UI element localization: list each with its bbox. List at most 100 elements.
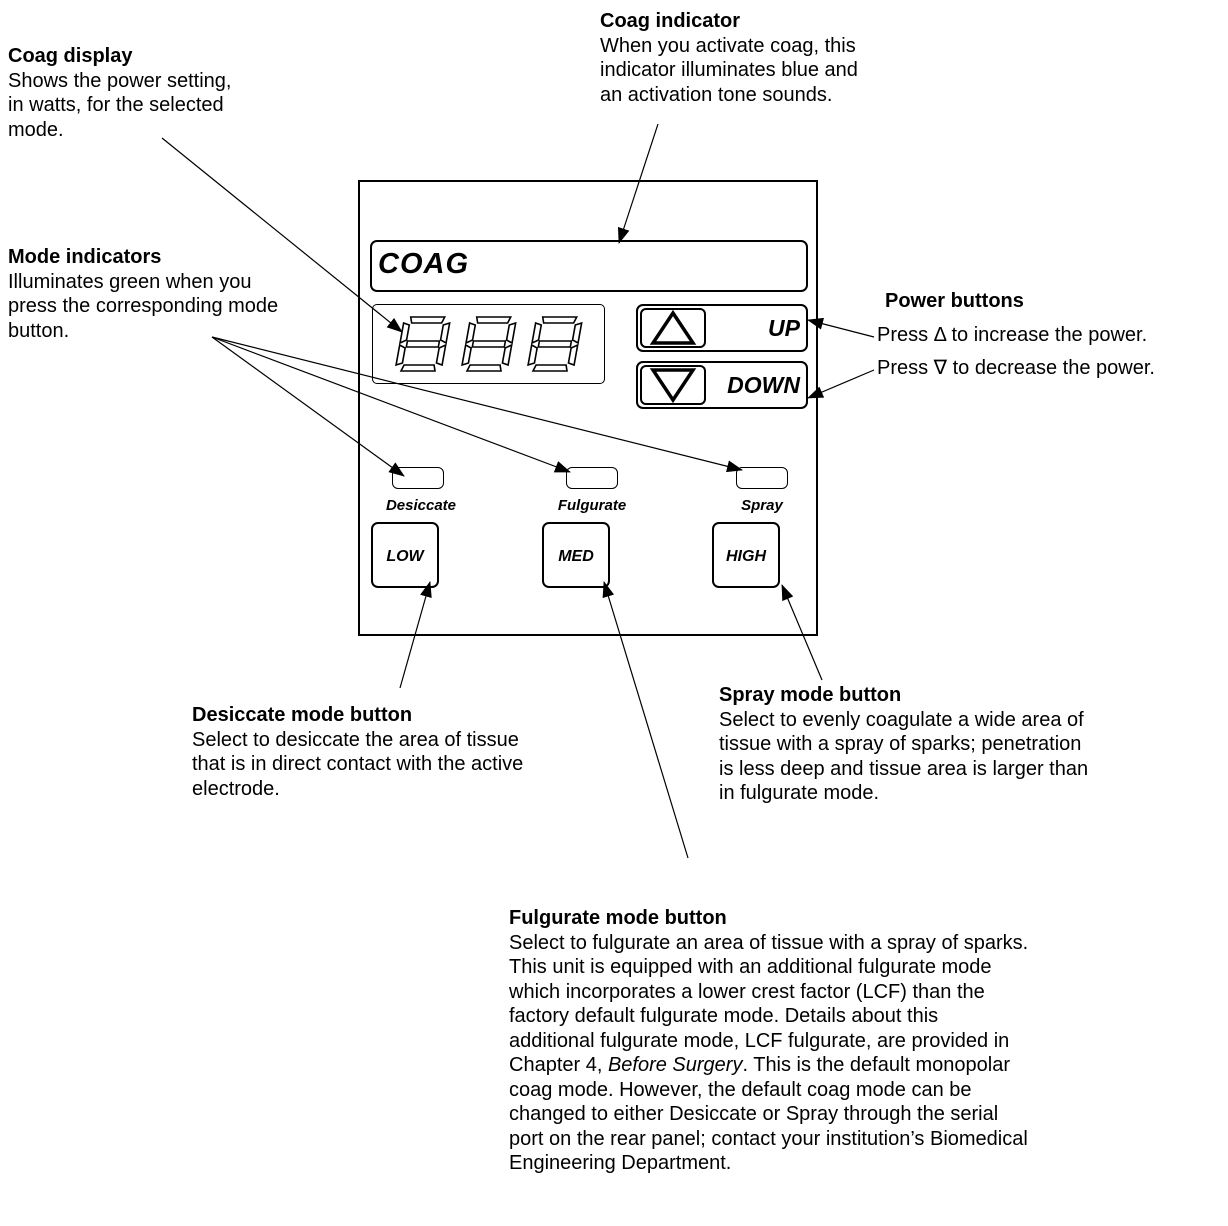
- fulgurate-indicator-led: [566, 467, 618, 489]
- up-arrow-button[interactable]: [640, 308, 706, 348]
- down-arrow-button[interactable]: [640, 365, 706, 405]
- digit-segment: [530, 321, 543, 345]
- callout-line: Chapter 4, Before Surgery. This is the d…: [509, 1053, 1028, 1078]
- med-button-label: MED: [558, 548, 594, 565]
- callout-line: is less deep and tissue area is larger t…: [719, 757, 1089, 780]
- callout-line: which incorporates a lower crest factor …: [509, 980, 985, 1003]
- digit-segment: [527, 343, 539, 367]
- up-button[interactable]: UP: [636, 304, 808, 352]
- digit-segment: [464, 321, 477, 345]
- digit-segment: [405, 340, 441, 348]
- leader-up: [807, 317, 875, 338]
- callout-coag-display: Coag display Shows the power setting, in…: [8, 44, 231, 142]
- callout-line: Select to evenly coagulate a wide area o…: [719, 708, 1084, 731]
- down-triangle-icon: [649, 368, 697, 403]
- front-panel: [358, 180, 818, 636]
- callout-line: Illuminates green when you: [8, 270, 252, 293]
- digit-segment: [501, 343, 513, 367]
- down-label: DOWN: [727, 372, 800, 398]
- digit-segment: [395, 343, 407, 367]
- leader-mode-led-3: [211, 336, 743, 473]
- callout-line: Select to desiccate the area of tissue: [192, 728, 519, 751]
- down-button[interactable]: DOWN: [636, 361, 808, 409]
- digit-segment: [439, 321, 451, 345]
- callout-title: Fulgurate mode button: [509, 907, 727, 929]
- callout-title: Spray mode button: [719, 684, 902, 706]
- coag-indicator: COAG: [370, 240, 808, 292]
- leader-fulgurate: [602, 581, 689, 859]
- leader-coag-indicator: [617, 123, 659, 244]
- callout-line: This unit is equipped with an additional…: [509, 956, 992, 978]
- seven-segment-display: [395, 316, 583, 372]
- desiccate-indicator-led: [392, 467, 444, 489]
- callout-line: When you activate coag, this: [600, 34, 856, 57]
- callout-line: indicator illuminates blue and: [600, 59, 858, 81]
- up-triangle-icon: [649, 310, 697, 345]
- callout-title: Coag display: [8, 45, 133, 67]
- callout-line: button.: [8, 319, 70, 342]
- leader-mode-led-1: [211, 336, 405, 477]
- fulgurate-label: Fulgurate: [557, 497, 627, 514]
- digit-segment: [567, 343, 579, 367]
- low-button[interactable]: LOW: [371, 522, 439, 588]
- spray-label: Spray: [741, 497, 783, 514]
- digit-segment: [409, 316, 447, 324]
- up-label: UP: [768, 315, 800, 341]
- callout-line: mode.: [8, 118, 64, 141]
- digit-segment: [435, 343, 447, 367]
- callout-line: press the corresponding mode: [8, 295, 279, 317]
- callout-coag-indicator: Coag indicator When you activate coag, t…: [600, 9, 858, 107]
- digit-segment: [398, 321, 411, 345]
- digit-segment: [505, 321, 517, 345]
- coag-label: COAG: [378, 248, 469, 280]
- high-button[interactable]: HIGH: [712, 522, 780, 588]
- callout-line: factory default fulgurate mode. Details …: [509, 1005, 939, 1027]
- callout-mode-indicators: Mode indicators Illuminates green when y…: [8, 245, 278, 343]
- callout-line: additional fulgurate mode, LCF fulgurate…: [509, 1029, 1010, 1052]
- callout-line: in fulgurate mode.: [719, 782, 880, 804]
- callout-line: port on the rear panel; contact your ins…: [509, 1127, 1028, 1150]
- digit-segment: [571, 321, 583, 345]
- callout-line: in watts, for the selected: [8, 94, 224, 116]
- callout-fulgurate: Fulgurate mode button Select to fulgurat…: [509, 906, 1028, 1176]
- leader-mode-led-2: [211, 336, 571, 473]
- callout-text: Chapter 4,: [509, 1054, 608, 1076]
- digit-segment: [537, 340, 573, 348]
- callout-line: coag mode. However, the default coag mod…: [509, 1078, 972, 1101]
- leader-spray: [781, 584, 823, 681]
- callout-text: . This is the default monopolar: [742, 1054, 1011, 1076]
- callout-line: tissue with a spray of sparks; penetrati…: [719, 733, 1082, 755]
- digit-segment: [475, 316, 513, 324]
- callout-title: Power buttons: [885, 290, 1024, 312]
- callout-line: changed to either Desiccate or Spray thr…: [509, 1103, 999, 1125]
- high-button-label: HIGH: [726, 548, 766, 565]
- leader-coag-display: [161, 137, 403, 333]
- digit-segment: [471, 340, 507, 348]
- callout-title: Coag indicator: [600, 10, 741, 32]
- callout-line: electrode.: [192, 777, 280, 800]
- digit-segment: [531, 364, 568, 372]
- power-up-text: Press Δ to increase the power.: [877, 323, 1148, 346]
- chapter-title: Before Surgery: [607, 1054, 743, 1076]
- digit-segment: [541, 316, 579, 324]
- callout-line: an activation tone sounds.: [600, 83, 833, 106]
- callout-title: Desiccate mode button: [192, 704, 413, 726]
- callout-power-buttons: Power buttons Press Δ to increase the po…: [877, 289, 1155, 381]
- power-down-text: Press ∇ to decrease the power.: [877, 357, 1155, 379]
- digit-segment: [465, 364, 502, 372]
- callout-line: Select to fulgurate an area of tissue wi…: [509, 931, 1029, 954]
- leader-down: [807, 369, 875, 399]
- callout-line: Engineering Department.: [509, 1152, 732, 1174]
- digit-segment: [399, 364, 436, 372]
- callout-title: Mode indicators: [8, 246, 162, 268]
- callout-line: that is in direct contact with the activ…: [192, 753, 524, 775]
- med-button[interactable]: MED: [542, 522, 610, 588]
- spray-indicator-led: [736, 467, 788, 489]
- desiccate-label: Desiccate: [385, 497, 457, 514]
- coag-display: 888: [372, 304, 605, 384]
- callout-spray: Spray mode button Select to evenly coagu…: [719, 683, 1088, 806]
- callout-desiccate: Desiccate mode button Select to desiccat…: [192, 703, 523, 801]
- digit-segment: [461, 343, 473, 367]
- low-button-label: LOW: [386, 548, 424, 565]
